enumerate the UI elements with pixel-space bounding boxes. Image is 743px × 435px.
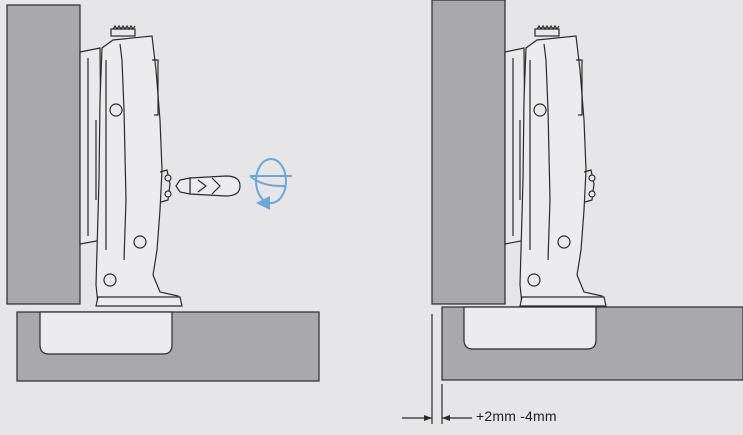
left-illustration: [6, 4, 320, 382]
left-cup-recess: [39, 311, 173, 355]
screwdriver-icon: [175, 175, 241, 197]
rotation-arrow-icon: [249, 158, 292, 210]
dimension-label: +2mm -4mm: [476, 408, 557, 424]
left-hinge-cup: [95, 296, 183, 307]
left-cabinet-panel: [6, 4, 81, 305]
dimension-marker: [402, 314, 472, 424]
left-hinge-hole-bottom: [103, 273, 117, 287]
right-illustration: [402, 0, 743, 424]
left-hinge-hole-top: [109, 103, 123, 117]
right-hinge-cup: [519, 296, 607, 307]
right-hinge-hole-bottom: [527, 273, 541, 287]
left-hinge-hole-middle: [133, 235, 147, 249]
right-cup-recess: [463, 306, 597, 350]
right-cabinet-panel: [431, 0, 506, 305]
right-hinge-hole-middle: [557, 235, 571, 249]
right-hinge-hole-top: [533, 103, 547, 117]
